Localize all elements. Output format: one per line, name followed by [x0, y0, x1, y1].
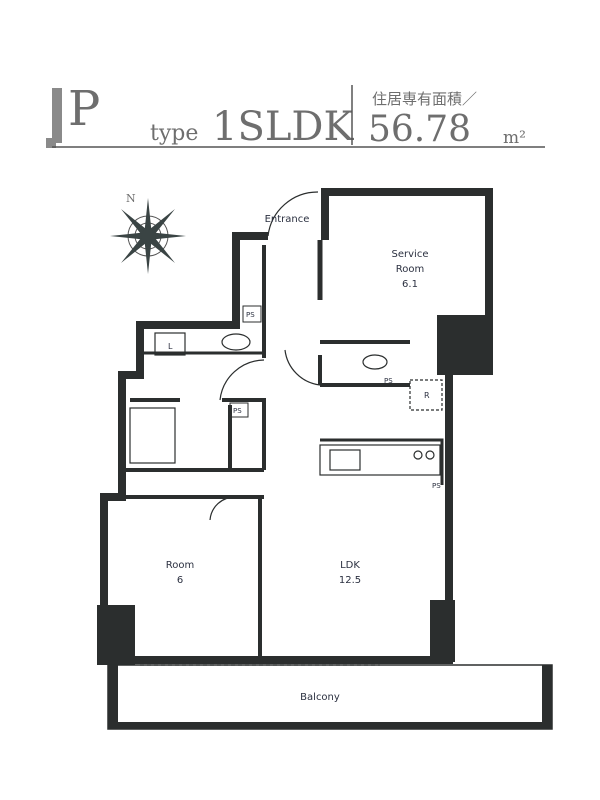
header: P type 1SLDK 住居専有面積／ 56.78 m² [46, 81, 545, 150]
walls [97, 188, 493, 665]
washbasin [221, 333, 251, 351]
toilet-icon [362, 354, 388, 370]
service-room-size: 6.1 [402, 279, 418, 290]
header-bar [52, 88, 62, 143]
room-door-icon [209, 496, 236, 521]
column-block-left [97, 605, 135, 665]
ps-label: PS [432, 482, 441, 490]
room-size: 6 [177, 575, 183, 586]
compass: N [110, 192, 186, 274]
outer-wall [100, 232, 453, 664]
kitchen-sink [329, 449, 361, 471]
refrigerator-space [409, 379, 443, 411]
ps-label: PS [233, 407, 242, 415]
ps-labels: PS PS PS PS [229, 305, 441, 490]
laundry-label: L [168, 342, 173, 351]
stove-icon [413, 450, 423, 460]
room-labels: Entrance Service Room 6.1 Room 6 LDK 12.… [166, 214, 429, 703]
toilet-door-icon [284, 349, 321, 386]
ldk-size: 12.5 [339, 575, 361, 586]
door-icon [219, 359, 265, 401]
fixtures: L R [107, 191, 553, 730]
entrance-door-icon [267, 191, 319, 237]
service-room-label: Service [392, 249, 429, 260]
area-label: 住居専有面積／ [372, 90, 477, 108]
service-room-wall [321, 188, 493, 318]
entrance-label: Entrance [265, 214, 310, 225]
service-room-label-2: Room [396, 264, 424, 275]
ldk-label: LDK [340, 560, 360, 571]
laundry-pan [154, 332, 186, 356]
balcony-label: Balcony [300, 692, 340, 703]
type-letter: P [68, 81, 100, 137]
ps-label: PS [246, 311, 255, 319]
column-block-right [430, 600, 455, 662]
kitchen-counter [319, 444, 441, 476]
ps-label: PS [384, 377, 393, 385]
column-block [437, 315, 493, 375]
refrigerator-label: R [424, 391, 430, 400]
layout-type: 1SLDK [212, 104, 354, 150]
room-label: Room [166, 560, 194, 571]
header-bar-foot [46, 138, 56, 148]
compass-north: N [126, 192, 136, 205]
compass-rose-icon [110, 198, 186, 274]
area-unit: m² [503, 128, 526, 148]
type-word: type [150, 121, 198, 146]
area-value: 56.78 [368, 109, 471, 150]
bathtub [129, 407, 176, 464]
